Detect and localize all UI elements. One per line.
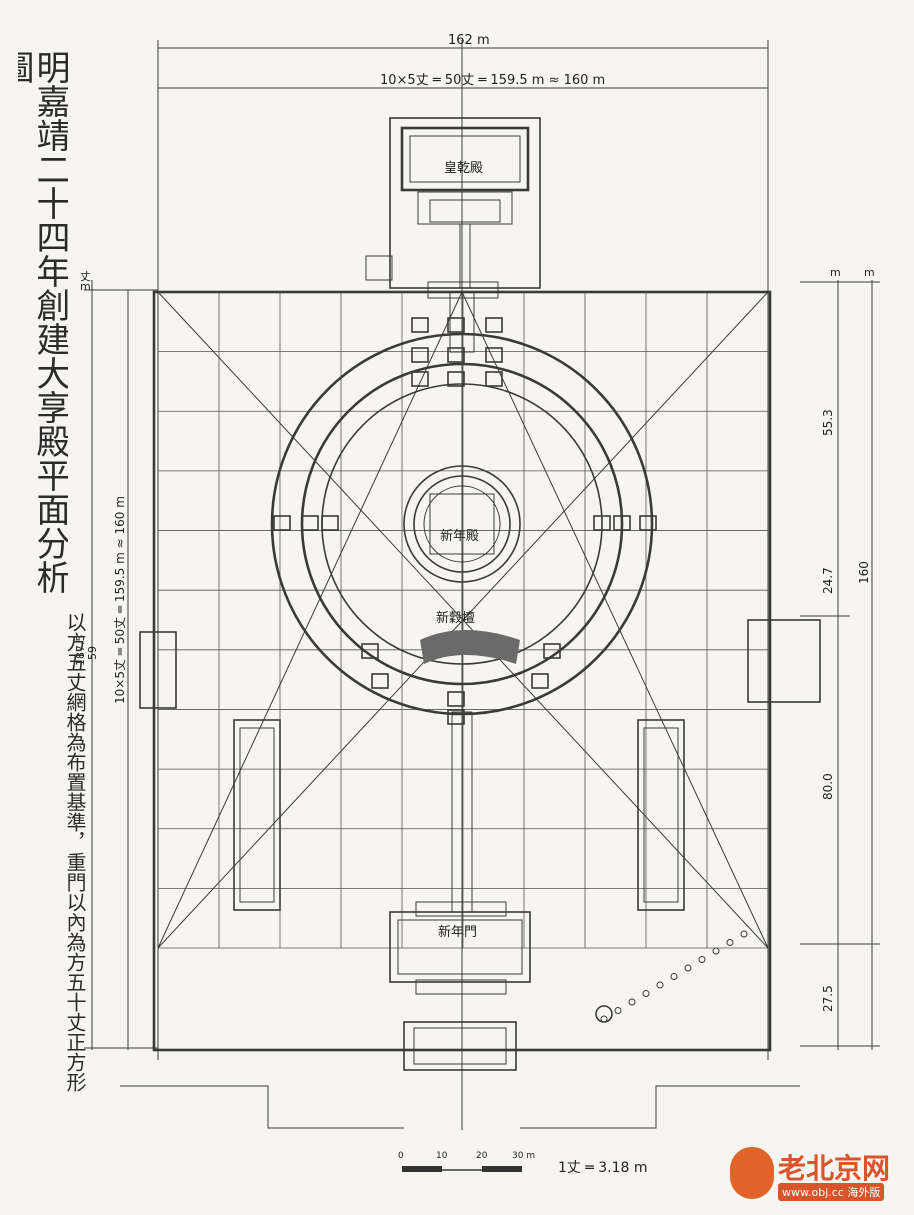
dim-left-unit-m: m (80, 280, 91, 293)
path-dot (712, 947, 720, 955)
ring-gate-block (411, 317, 429, 333)
dim-top-inner: 10×5丈 ═ 50丈 ═ 159.5 m ≈ 160 m (380, 73, 605, 88)
dim-right-seg1: 55.3 (821, 409, 835, 436)
dim-left-vertical: 10×5丈 ═ 50丈 ═ 159.5 m ≈ 160 m (113, 496, 127, 704)
qinian-gate (389, 901, 531, 995)
right-dimension-lines (800, 280, 880, 1050)
path-dot (656, 981, 664, 989)
zhang-grid (158, 292, 768, 949)
ring-gate-block (273, 515, 291, 531)
scale-bar: 0 10 20 30 m 1丈 ═ 3.18 m (398, 1151, 648, 1176)
path-dot (684, 964, 692, 972)
ring-gate-block (447, 709, 465, 725)
dim-right-total: 160 (857, 561, 871, 584)
diagonal-guides (157, 40, 769, 1130)
ring-gate-block (447, 691, 465, 707)
label-altar: 新穀壇 (436, 610, 475, 626)
vertical-title: 明嘉靖二十四年創建大享殿平面分析圖 (18, 50, 68, 594)
dim-right-seg3: 80.0 (821, 773, 835, 800)
dim-right-unit-m: m (830, 266, 841, 279)
path-dot (726, 939, 734, 946)
scale-tick-30: 30 m (512, 1151, 535, 1161)
ring-gate-block (639, 515, 657, 531)
dim-right-seg2: 24.7 (821, 567, 835, 594)
dim-right-unit-zhang: m (864, 266, 875, 279)
altar-hatching (420, 630, 520, 664)
scale-tick-0: 0 (398, 1151, 404, 1161)
ring-gate-block (411, 371, 429, 387)
label-huangqian: 皇乾殿 (444, 161, 483, 176)
path-dot (628, 998, 636, 1006)
dim-left-unit-zhang: 丈 (80, 270, 91, 283)
watermark-url: www.obj.cc 海外版 (778, 1183, 885, 1201)
path-dot (698, 956, 706, 963)
ring-gate-block (485, 371, 503, 387)
scale-tick-10: 10 (436, 1151, 448, 1161)
ring-gate-block (447, 347, 465, 363)
ring-gate-block (543, 643, 561, 659)
watermark-title: 老北京网 (778, 1152, 891, 1185)
ring-gate-block (371, 673, 389, 689)
dim-right-seg4: 27.5 (821, 985, 835, 1012)
ring-gate-block (593, 515, 611, 531)
path-dot (740, 930, 748, 938)
path-dot (670, 973, 678, 980)
dim-top-overall: 162 m (448, 33, 490, 48)
path-dot (614, 1007, 622, 1014)
ring-gate-block (411, 347, 429, 363)
dotted-path (600, 930, 748, 1023)
dim-left-a: 187.5 (74, 635, 87, 667)
scale-conversion: 1丈 ═ 3.18 m (558, 1160, 648, 1176)
watermark: 老北京网 www.obj.cc 海外版 (730, 1147, 900, 1203)
label-qinian-hall: 新年殿 (440, 528, 479, 544)
ring-gate-block (485, 317, 503, 333)
ring-gate-block (613, 515, 631, 531)
ring-gates (273, 317, 657, 725)
ring-gate-block (531, 673, 549, 689)
label-gate: 新年門 (438, 924, 477, 940)
dim-left-b: 59 (86, 646, 99, 660)
huangqian-compound (365, 117, 541, 289)
ring-gate-block (361, 643, 379, 659)
outer-south-walls (120, 1085, 800, 1129)
south-gate (403, 1021, 517, 1071)
small-pavilion (595, 1005, 613, 1023)
ring-gate-block (485, 347, 503, 363)
vertical-subtitle: 以方五丈網格為布置基準，重門以內為方五十丈正方形 (63, 612, 86, 1092)
ring-gate-block (321, 515, 339, 531)
ring-gate-block (447, 317, 465, 333)
ring-gate-block (301, 515, 319, 531)
left-dimension-lines (84, 280, 158, 1050)
east-west-corridors (139, 619, 821, 911)
path-dot (642, 990, 650, 997)
ring-gate-block (447, 371, 465, 387)
watermark-logo-icon (730, 1147, 774, 1199)
scale-tick-20: 20 (476, 1151, 488, 1161)
